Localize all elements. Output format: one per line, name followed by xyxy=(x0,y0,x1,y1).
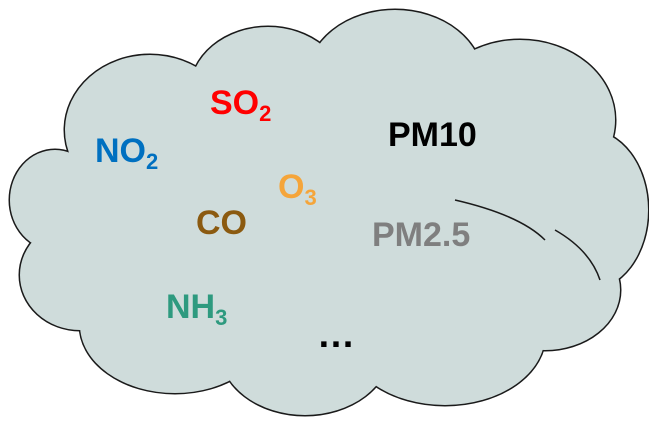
pollutant-co: CO xyxy=(196,206,247,240)
cloud-fold-line xyxy=(454,199,546,241)
pollutant-formula: SO xyxy=(210,84,260,122)
pollutant-pm25: PM2.5 xyxy=(372,218,470,252)
cloud-body xyxy=(8,8,649,417)
pollutant-o3: O3 xyxy=(278,170,317,209)
pollutant-pm10: PM10 xyxy=(388,118,477,152)
pollutant-formula: CO xyxy=(196,204,247,242)
pollutant-subscript: 2 xyxy=(146,149,159,174)
pollutant-formula: PM10 xyxy=(388,116,477,154)
pollutant-formula: O xyxy=(278,168,305,206)
pollutant-subscript: 2 xyxy=(259,101,272,126)
ellipsis-more: … xyxy=(317,314,356,356)
pollutant-so2: SO2 xyxy=(210,86,271,125)
pollutant-formula: NH xyxy=(166,288,216,326)
pollutant-no2: NO2 xyxy=(95,134,158,173)
pollutant-nh3: NH3 xyxy=(166,290,227,329)
pollutant-formula: NO xyxy=(95,132,146,170)
pollutant-subscript: 3 xyxy=(215,305,228,330)
cloud-fold-line xyxy=(554,229,601,281)
pollutant-formula: PM2.5 xyxy=(372,216,471,254)
pollutant-subscript: 3 xyxy=(304,185,317,210)
